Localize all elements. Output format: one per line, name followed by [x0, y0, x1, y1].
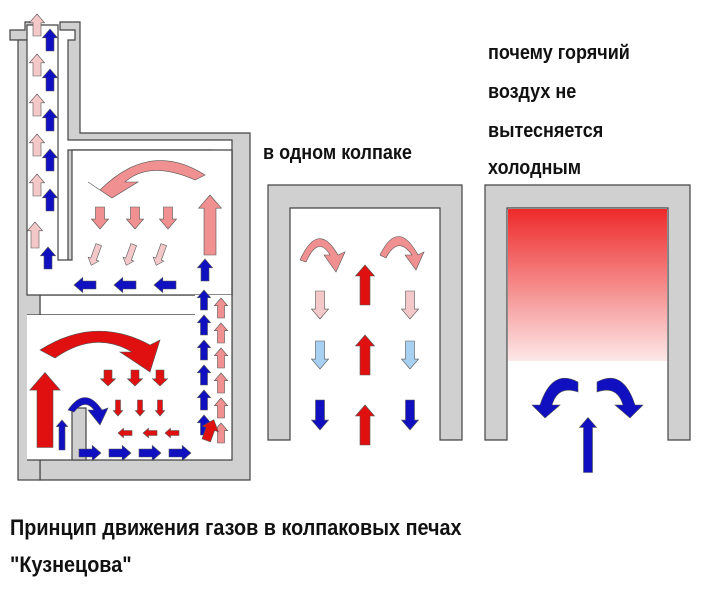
cold-arrow-icon	[578, 417, 598, 473]
cool-arrow-icon	[310, 290, 330, 320]
cold-arrow-icon	[55, 419, 69, 451]
cold-arrow-icon	[196, 389, 212, 411]
cool-arrow-icon	[152, 243, 167, 266]
question-cap-walls	[484, 184, 691, 441]
hot-arrow-icon	[201, 419, 219, 443]
cold-right-turn-arrow-icon	[596, 377, 644, 419]
cold-arrow-icon	[113, 276, 137, 294]
cold-arrow-icon	[108, 444, 132, 462]
question-line-2: воздух не	[488, 81, 577, 103]
hot-arrow-icon	[354, 404, 376, 446]
warm-arrow-icon	[158, 206, 178, 230]
cool-arrow-icon	[400, 290, 420, 320]
upper-turn-arrow-icon	[87, 160, 206, 199]
cold-arrow-icon	[196, 258, 214, 282]
cold-arrow-icon	[400, 399, 420, 431]
warm-arrow-icon	[197, 194, 223, 256]
cold-arrow-icon	[39, 246, 57, 270]
hot-arrow-icon	[99, 369, 117, 387]
cold-arrow-icon	[196, 339, 212, 361]
cold-arrow-icon	[41, 28, 59, 52]
cool-arrow-icon	[28, 93, 46, 117]
cool-arrow-icon	[28, 53, 46, 77]
cold-arrow-icon	[153, 276, 177, 294]
cool-arrow-icon	[28, 173, 46, 197]
small-turn-arrow-icon	[67, 397, 109, 426]
question-line-4: холодным	[488, 157, 582, 179]
cold-arrow-icon	[196, 314, 212, 336]
caption-line-2: "Кузнецова"	[10, 552, 132, 577]
cap-right-turn-arrow-icon	[379, 236, 425, 271]
question-line-1: почему горячий	[488, 42, 630, 64]
warm-arrow-icon	[213, 397, 229, 419]
cold-arrow-icon	[168, 444, 192, 462]
hot-arrow-icon	[134, 399, 146, 417]
cold-arrow-icon	[196, 289, 212, 311]
warm-arrow-icon	[90, 206, 110, 230]
hot-arrow-icon	[142, 427, 158, 439]
question-line-3: вытесняется	[488, 120, 604, 142]
cold-arrow-icon	[41, 188, 59, 212]
cool-arrow-icon	[26, 221, 44, 249]
cold-arrow-icon	[41, 68, 59, 92]
hot-arrow-icon	[354, 334, 376, 376]
caption-line-1: Принцип движения газов в колпаковых печа…	[10, 515, 462, 540]
warm-arrow-icon	[213, 322, 229, 344]
warm-arrow-icon	[125, 206, 145, 230]
light_blue-arrow-icon	[400, 340, 420, 370]
hot-arrow-icon	[112, 399, 124, 417]
cool-arrow-icon	[87, 243, 102, 266]
cool-arrow-icon	[28, 133, 46, 157]
cool-arrow-icon	[122, 243, 137, 266]
light_blue-arrow-icon	[310, 340, 330, 370]
single-cap-label: в одном колпаке	[263, 142, 412, 164]
single-cap-walls	[267, 184, 463, 441]
cold-left-turn-arrow-icon	[531, 377, 579, 419]
cold-arrow-icon	[78, 444, 102, 462]
warm-arrow-icon	[213, 297, 229, 319]
cold-arrow-icon	[196, 364, 212, 386]
cool-arrow-icon	[28, 13, 46, 37]
cold-arrow-icon	[310, 399, 330, 431]
hot-arrow-icon	[117, 427, 133, 439]
cold-arrow-icon	[138, 444, 162, 462]
cold-arrow-icon	[73, 276, 97, 294]
lower-turn-arrow-icon	[39, 330, 161, 373]
cap-left-turn-arrow-icon	[299, 238, 346, 273]
warm-arrow-icon	[213, 347, 229, 369]
warm-arrow-icon	[213, 372, 229, 394]
hot-arrow-icon	[164, 427, 180, 439]
hot-air-gradient	[508, 209, 667, 361]
hot-arrow-icon	[126, 369, 144, 387]
cold-arrow-icon	[41, 108, 59, 132]
hot-arrow-icon	[151, 369, 169, 387]
hot-arrow-icon	[354, 264, 376, 306]
hot-arrow-icon	[29, 372, 61, 448]
hot-arrow-icon	[154, 399, 166, 417]
cold-arrow-icon	[41, 148, 59, 172]
